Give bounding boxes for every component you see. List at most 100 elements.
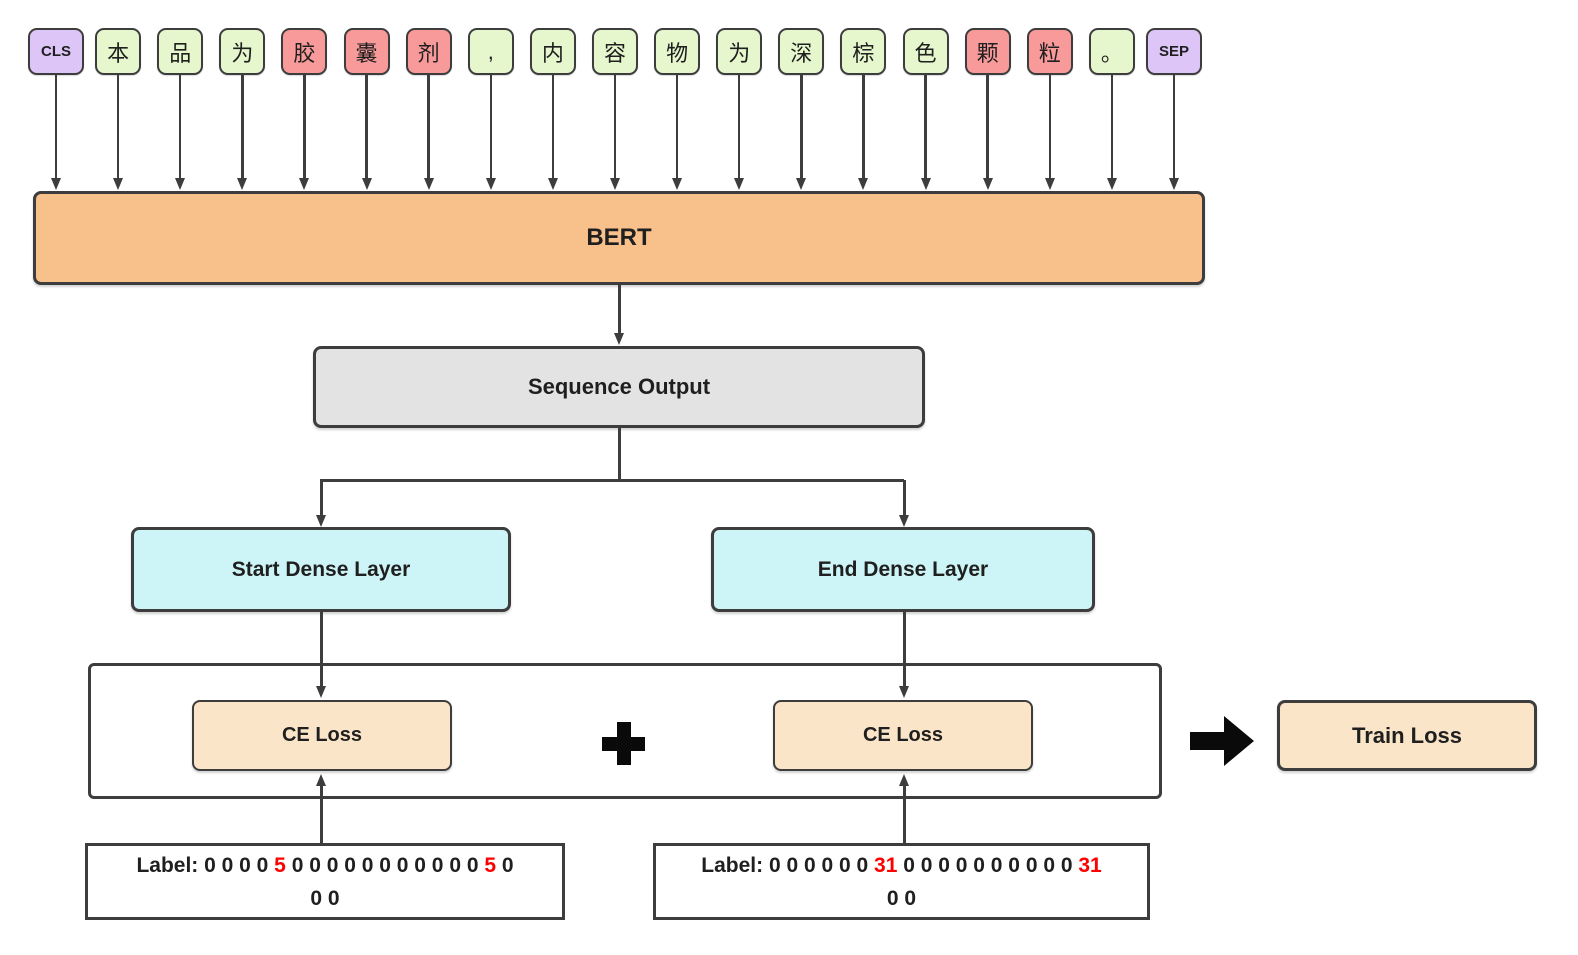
token-box: 为 <box>219 28 266 75</box>
arrow-down-icon <box>315 686 326 698</box>
token-box: 颗 <box>964 28 1011 75</box>
token-cell: 剂 <box>399 28 459 190</box>
arrow-down-icon <box>858 178 869 190</box>
token-connector-line <box>1172 75 1176 178</box>
token-box: 色 <box>902 28 949 75</box>
connector-sequence-stem <box>617 428 621 481</box>
token-box: 内 <box>529 28 576 75</box>
label-highlight-value: 5 <box>484 853 497 877</box>
start-label-line1: Label: 0 0 0 0 5 0 0 0 0 0 0 0 0 0 0 0 5… <box>136 849 513 882</box>
token-box: 剂 <box>405 28 452 75</box>
connector-to-end-dense <box>902 480 906 516</box>
token-connector-line <box>178 75 182 178</box>
label-text: 0 <box>496 853 514 877</box>
start-dense-layer-label: Start Dense Layer <box>231 557 411 581</box>
token-connector-line <box>1048 75 1051 178</box>
token-cell: 深 <box>771 28 831 190</box>
token-connector-line <box>862 75 865 178</box>
sequence-output-label: Sequence Output <box>527 374 711 399</box>
arrow-down-icon <box>982 178 993 190</box>
arrow-down-icon <box>547 178 558 190</box>
token-connector-line <box>489 75 493 178</box>
loss-container-box <box>88 663 1162 799</box>
token-connector-line <box>924 75 927 178</box>
token-cell: 颗 <box>958 28 1018 190</box>
token-cell: 内 <box>523 28 583 190</box>
arrow-down-icon <box>609 178 620 190</box>
arrow-down-icon <box>734 178 745 190</box>
token-box: SEP <box>1145 28 1202 75</box>
bert-label: BERT <box>586 224 652 251</box>
token-connector-line <box>54 75 58 178</box>
ce-loss-end-box: CE Loss <box>773 700 1033 771</box>
start-label-line2: 0 0 <box>310 886 340 910</box>
arrow-down-icon <box>920 178 931 190</box>
token-box: 棕 <box>840 28 887 75</box>
label-highlight-value: 5 <box>274 853 286 877</box>
start-label-box: Label: 0 0 0 0 5 0 0 0 0 0 0 0 0 0 0 0 5… <box>85 843 565 920</box>
token-connector-line <box>427 75 430 178</box>
token-connector-line <box>241 75 244 178</box>
arrow-down-icon <box>898 515 909 527</box>
label-highlight-value: 31 <box>874 853 898 877</box>
token-connector-line <box>800 75 803 178</box>
arrow-down-icon <box>672 178 683 190</box>
token-box: , <box>467 28 514 75</box>
arrow-down-icon <box>796 178 807 190</box>
train-loss-label: Train Loss <box>1351 722 1463 748</box>
token-connector-line <box>737 75 741 178</box>
token-cell: , <box>461 28 521 190</box>
end-dense-layer-box: End Dense Layer <box>711 527 1095 612</box>
connector-split-horizontal <box>320 478 904 482</box>
token-box: 。 <box>1088 28 1135 75</box>
token-cell: SEP <box>1144 28 1204 190</box>
token-connector-line <box>116 75 120 178</box>
arrow-down-icon <box>237 178 248 190</box>
token-connector-line <box>986 75 989 178</box>
token-connector-line <box>1110 75 1114 178</box>
plus-icon <box>602 722 645 765</box>
arrow-down-icon <box>423 178 434 190</box>
end-label-box: Label: 0 0 0 0 0 0 31 0 0 0 0 0 0 0 0 0 … <box>653 843 1150 920</box>
token-row: CLS 本 品 为 胶 囊 剂 , 内 <box>26 28 1204 190</box>
token-cell: 品 <box>150 28 210 190</box>
end-label-line1: Label: 0 0 0 0 0 0 31 0 0 0 0 0 0 0 0 0 … <box>701 849 1101 882</box>
token-box: CLS <box>28 28 84 75</box>
arrow-up-icon <box>898 774 909 786</box>
arrow-down-icon <box>361 178 372 190</box>
token-cell: 囊 <box>337 28 397 190</box>
sequence-output-box: Sequence Output <box>313 346 925 428</box>
token-box: 为 <box>716 28 763 75</box>
label-text: 0 0 0 0 0 0 0 0 0 0 0 <box>285 853 485 877</box>
token-cell: 本 <box>88 28 148 190</box>
arrow-down-icon <box>898 686 909 698</box>
token-connector-line <box>365 75 368 178</box>
token-box: 粒 <box>1026 28 1073 75</box>
arrow-down-icon <box>51 178 61 190</box>
block-arrow-right-icon <box>1190 716 1254 766</box>
arrow-up-icon <box>315 774 326 786</box>
ce-loss-start-box: CE Loss <box>192 700 452 771</box>
arrow-down-icon <box>113 178 124 190</box>
token-connector-line <box>613 75 617 178</box>
token-cell: 色 <box>896 28 956 190</box>
token-connector-line <box>303 75 306 178</box>
token-cell: CLS <box>26 28 86 190</box>
token-box: 物 <box>654 28 701 75</box>
token-cell: 物 <box>647 28 707 190</box>
label-text: Label: 0 0 0 0 <box>136 853 275 877</box>
token-connector-line <box>675 75 679 178</box>
arrow-down-icon <box>299 178 310 190</box>
token-cell: 。 <box>1082 28 1142 190</box>
connector-to-start-dense <box>319 480 323 516</box>
plus-icon-vertical-bar <box>616 722 631 765</box>
ce-loss-end-label: CE Loss <box>862 724 944 746</box>
train-loss-box: Train Loss <box>1277 700 1537 771</box>
bert-box: BERT <box>33 191 1205 285</box>
end-label-line2: 0 0 <box>886 886 917 910</box>
arrow-down-icon <box>1044 178 1055 190</box>
connector-start-label-to-ce <box>319 785 323 843</box>
token-box: 品 <box>157 28 204 75</box>
arrow-down-icon <box>613 333 624 345</box>
